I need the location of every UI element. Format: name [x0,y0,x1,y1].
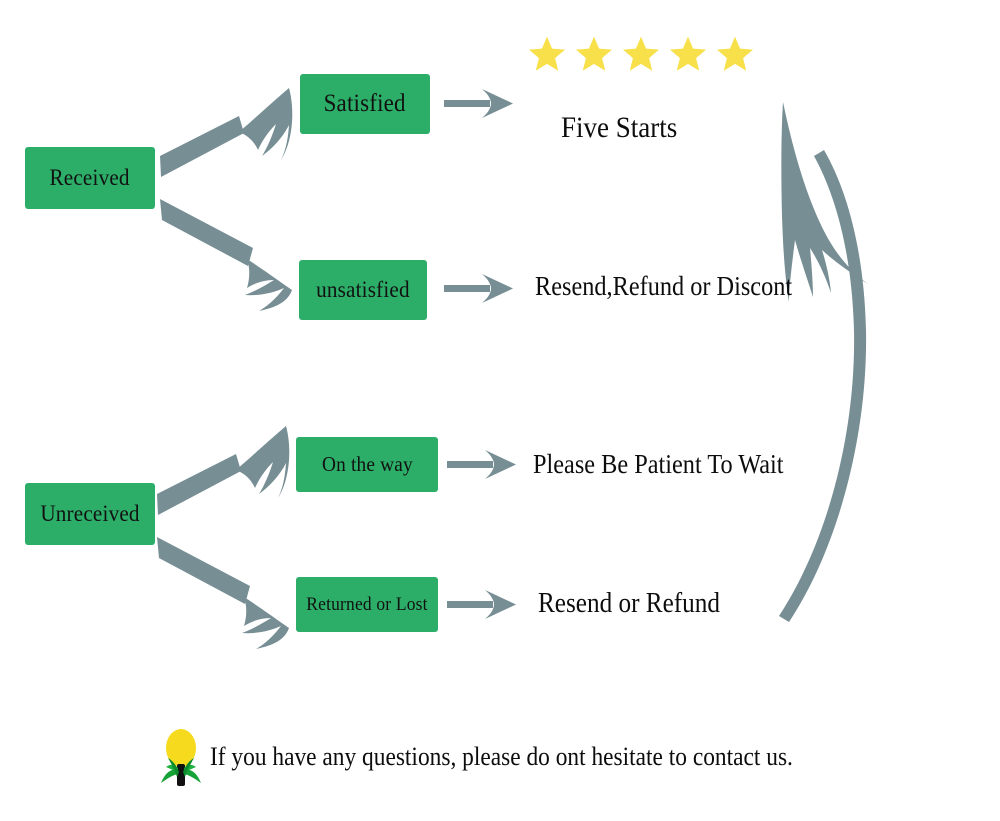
node-received-label: Received [49,165,131,190]
outcome-be-patient-label: Please Be Patient To Wait [533,449,784,479]
outcome-resend-refund-discount-label: Resend,Refund or Discont [535,271,793,301]
outcome-resend-refund-discount: Resend,Refund or Discont [535,273,821,300]
arrow-satisfied-to-five-stars [444,89,513,118]
star-icon [716,36,754,71]
outcome-resend-or-refund-label: Resend or Refund [538,588,720,619]
arrow-on-the-way-to-be-patient [447,450,516,479]
arrow-received-to-satisfied [160,88,293,177]
node-returned-or-lost-label: Returned or Lost [306,593,428,615]
arrow-unreceived-to-returned-or-lost [157,537,289,649]
curved-loop-arrow-icon [779,102,868,622]
node-returned-or-lost[interactable]: Returned or Lost [296,577,438,632]
node-on-the-way[interactable]: On the way [296,437,438,492]
footer-note: If you have any questions, please do ont… [158,726,858,788]
arrow-returned-to-resend-refund [447,590,516,619]
arrow-unreceived-to-on-the-way [157,426,290,515]
five-star-rating [528,35,754,73]
node-unsatisfied-label: unsatisfied [316,277,410,302]
node-on-the-way-label: On the way [321,452,413,476]
node-unreceived-label: Unreceived [40,501,140,526]
star-icon [622,36,660,71]
arrow-unsatisfied-to-resend-refund [444,274,513,303]
outcome-five-stars-label: Five Starts [561,111,678,144]
outcome-be-patient: Please Be Patient To Wait [533,451,811,478]
node-satisfied[interactable]: Satisfied [300,74,430,134]
footer-note-text-wrap: If you have any questions, please do ont… [210,742,858,772]
star-icon [575,36,613,71]
footer-note-text: If you have any questions, please do ont… [210,742,793,771]
node-received[interactable]: Received [25,147,155,209]
node-satisfied-label: Satisfied [323,90,407,117]
node-unreceived[interactable]: Unreceived [25,483,155,545]
star-icon [528,36,566,71]
arrow-received-to-unsatisfied [160,199,292,311]
star-icon [669,36,707,71]
outcome-five-stars: Five Starts [561,113,690,143]
outcome-resend-or-refund: Resend or Refund [538,590,740,618]
lightbulb-icon [161,729,201,786]
node-unsatisfied[interactable]: unsatisfied [299,260,427,320]
